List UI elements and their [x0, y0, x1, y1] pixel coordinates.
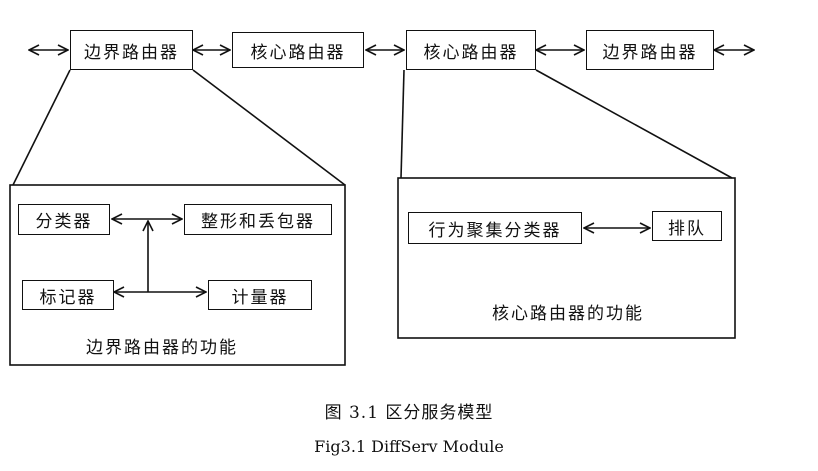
figure-caption-en: Fig3.1 DiffServ Module [314, 437, 504, 456]
meter-box: 计量器 [208, 280, 312, 310]
queue-box: 排队 [652, 211, 722, 241]
shaper-dropper-box: 整形和丢包器 [184, 204, 332, 235]
edge-router-box-1: 边界路由器 [70, 30, 193, 70]
classifier-box: 分类器 [18, 204, 110, 235]
zoom-line-core-left [400, 69, 405, 179]
edge-function-caption: 边界路由器的功能 [86, 338, 238, 358]
core-router-box-2: 核心路由器 [406, 30, 536, 70]
edge-function-panel [9, 184, 346, 366]
zoom-line-core-right [535, 69, 733, 179]
figure-caption-cn: 图 3.1 区分服务模型 [324, 403, 494, 423]
edge-router-box-2: 边界路由器 [586, 30, 714, 70]
marker-box: 标记器 [22, 280, 114, 310]
core-function-caption: 核心路由器的功能 [492, 304, 644, 324]
zoom-line-edge-left [12, 69, 71, 186]
core-router-box-1: 核心路由器 [232, 32, 364, 68]
core-function-panel [397, 177, 736, 339]
zoom-line-edge-right [192, 69, 346, 186]
ba-classifier-box: 行为聚集分类器 [408, 212, 582, 244]
